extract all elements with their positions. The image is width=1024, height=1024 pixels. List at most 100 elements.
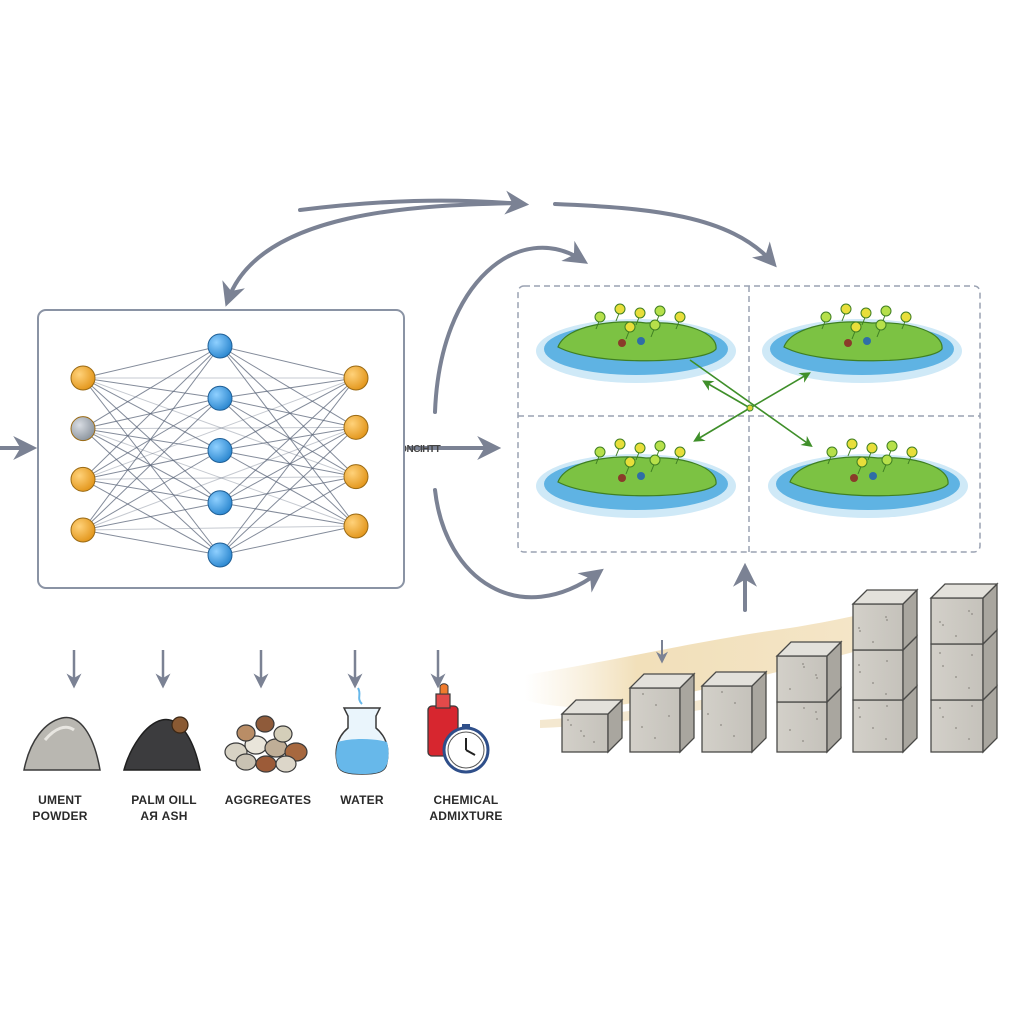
island-exchange-arrows [689,359,813,447]
concrete-block [930,628,998,702]
block-speckle [968,610,970,612]
network-connection [219,397,357,428]
block-speckle [720,724,722,726]
ingredient-label-line1: WATER [340,793,384,807]
ingredient-label-line1: UMENT [38,793,82,807]
block-speckle [886,705,888,707]
network-connection [82,428,221,556]
block-speckle [872,682,874,684]
block-speckle [886,660,888,662]
network-connection [219,502,357,527]
network-connection [219,345,357,428]
ingredient-label-line1: PALM OILL [131,793,197,807]
island-marker [846,438,858,450]
island-marker [900,311,912,323]
network-connection [82,345,221,379]
island-marker [614,438,626,450]
ingredient-label-line2: POWDER [32,809,88,823]
block-speckle [570,724,572,726]
island-marker [624,456,636,468]
network-skip-connection [82,525,357,531]
network-connection [82,397,221,430]
network-connection [82,428,221,451]
network-connection [82,428,221,504]
block-speckle [955,676,957,678]
block-front [776,655,828,703]
neural-network-panel [37,309,405,589]
block-front [561,713,609,753]
input-node [70,517,96,543]
island-marker [840,303,852,315]
ingredient-label-line2: ADMIXTURE [429,809,503,823]
block-speckle [803,666,805,668]
exchange-arrow-2 [702,380,751,409]
feedback-arrow-left [222,201,522,307]
network-connection [82,377,221,399]
block-speckle [789,688,791,690]
island-marker [634,442,646,454]
block-front [930,597,984,645]
island-marker [624,321,636,333]
ingredient-label-line1: CHEMICAL [433,793,499,807]
hidden-node [207,542,233,568]
island-marker [860,307,872,319]
island-marker [594,446,606,458]
top-right-arrow [553,202,777,268]
network-connection [219,426,357,504]
island-land [789,456,949,497]
island-marker [654,305,666,317]
island-marker [880,305,892,317]
ingredient-label-line1: AGGREGATES [224,793,312,807]
down-arc-arrow [433,488,604,600]
block-top [851,589,919,605]
ingredient-label-cement: UMENT POWDER [14,792,106,824]
block-speckle [942,716,944,718]
network-connection [82,377,221,451]
block-speckle [939,707,941,709]
ash-pile-icon [123,716,201,771]
block-speckle [707,713,709,715]
block-speckle [968,738,970,740]
up-arc-arrow [433,240,589,414]
network-connection [219,450,357,527]
block-top [700,671,768,687]
block-speckle [939,652,941,654]
island-marker [674,311,686,323]
concrete-block [560,698,624,754]
block-front [776,701,828,753]
network-connection [82,377,221,556]
network-connection [219,377,357,451]
hidden-node [207,333,233,359]
block-front [852,699,904,753]
block-speckle [942,665,944,667]
network-connection [82,478,221,504]
network-connection [219,525,357,556]
island-2 [762,303,962,383]
concrete-block [628,672,696,754]
block-speckle [971,705,973,707]
output-node [343,365,369,391]
island-marker [594,311,606,323]
ingredient-label-palm-oil-ash: PALM OILL AЯ ASH [112,792,216,824]
island-marker [674,446,686,458]
concrete-block [700,670,768,754]
hidden-node [207,490,233,516]
concrete-block [852,684,918,754]
network-connection [219,476,357,504]
island-dot [850,474,858,482]
block-speckle [971,654,973,656]
block-speckle [655,704,657,706]
block-front [852,603,904,651]
block-speckle [654,737,656,739]
island-dot [869,472,877,480]
block-front [629,687,681,753]
output-node [343,464,369,490]
island-marker [866,442,878,454]
exchange-arrow-4 [693,407,751,442]
block-speckle [815,674,817,676]
block-speckle [859,716,861,718]
flow-label: CIIONCIHTT [388,444,441,455]
island-marker [881,454,893,466]
network-connection [82,502,221,531]
block-speckle [642,693,644,695]
